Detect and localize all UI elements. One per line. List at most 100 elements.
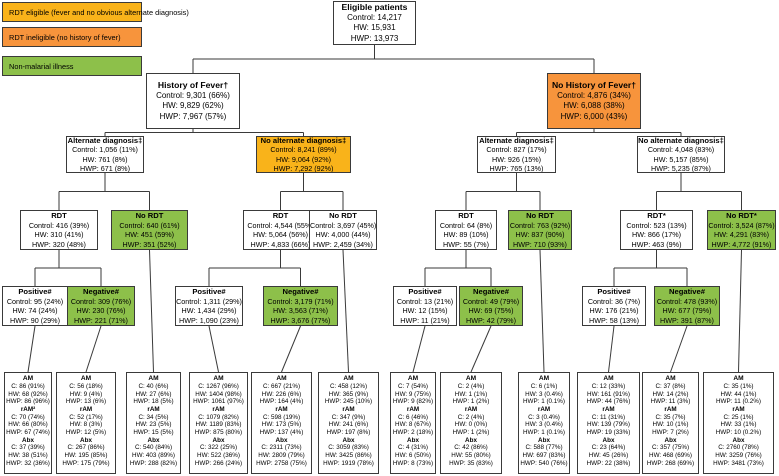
node-value: HW: 3 (0.4%)	[525, 421, 563, 429]
node-c-pos-box: Positive#Control: 13 (21%)HW: 12 (15%)HW…	[393, 286, 457, 326]
node-value: HWP: 1,090 (23%)	[179, 315, 239, 325]
treatment-label: rAM	[406, 406, 420, 414]
node-value: HW: 3425 (86%)	[325, 452, 372, 460]
node-value: HW: 44 (1%)	[720, 390, 757, 398]
node-title: No RDT*	[726, 211, 757, 221]
node-value: HWP: 2 (18%)	[392, 429, 434, 437]
node-value: C: 267 (86%)	[67, 444, 105, 452]
node-value: C: 86 (91%)	[11, 383, 45, 391]
node-value: HW: 4,000 (44%)	[315, 230, 371, 240]
node-value: C: 7 (54%)	[397, 383, 429, 391]
node-value: C: 1079 (82%)	[198, 413, 239, 421]
node-value: Control: 36 (7%)	[587, 296, 641, 306]
node-value: C: 25 (1%)	[723, 413, 754, 421]
node-value: C: 2311 (73%)	[261, 444, 302, 452]
node-value: HWP: 55 (7%)	[443, 239, 489, 249]
node-title: RDT	[458, 211, 474, 221]
node-a-neg-box: Negative#Control: 309 (76%)HW: 230 (76%)…	[67, 286, 135, 326]
node-value: C: 2 (4%)	[457, 383, 485, 391]
node-value: HW: 12 (15%)	[402, 306, 448, 316]
node-value: HW: 1 (1%)	[454, 390, 488, 398]
node-value: Control: 416 (39%)	[28, 220, 90, 230]
connector-line	[281, 325, 301, 373]
treatment-label: Abx	[147, 436, 160, 444]
node-title: No RDT	[329, 211, 357, 221]
node-value: HWP: 3481 (73%)	[713, 459, 764, 467]
node-value: HWP: 11 (0.2%)	[715, 398, 762, 406]
node-value: HWP: 137 (4%)	[259, 429, 304, 437]
node-value: HW: 468 (69%)	[649, 452, 692, 460]
node-value: Control: 1,056 (11%)	[72, 145, 138, 155]
node-value: HWP: 1 (2%)	[452, 429, 490, 437]
node-value: Control: 49 (79%)	[462, 296, 520, 306]
node-value: C: 1267 (96%)	[198, 383, 239, 391]
node-value: Control: 763 (92%)	[509, 220, 571, 230]
node-value: HW: 0 (0%)	[454, 421, 488, 429]
node-value: HW: 195 (85%)	[64, 452, 108, 460]
treatment-label: rAM	[732, 406, 745, 414]
node-title: AM	[465, 375, 477, 382]
node-title: RDT*	[647, 211, 666, 221]
node-value: HW: 1404 (98%)	[195, 390, 242, 398]
treatment-label: Abx	[212, 436, 225, 444]
node-value: C: 667 (21%)	[262, 383, 301, 391]
node-value: HW: 38 (51%)	[8, 452, 48, 460]
node-value: HW: 451 (59%)	[125, 230, 174, 240]
node-value: C: 11 (31%)	[591, 413, 626, 421]
legend-rdt-ineligible: RDT ineligible (no history of fever)	[2, 27, 142, 47]
node-value: C: 40 (6%)	[138, 383, 169, 391]
node-value: HWP: 540 (76%)	[520, 459, 568, 467]
treatment-label: rAM	[664, 406, 677, 414]
treatment-label: rAM	[537, 406, 551, 414]
node-value: HW: 3259 (76%)	[715, 452, 762, 460]
node-value: C: 52 (17%)	[69, 413, 103, 421]
node-value: C: 70 (74%)	[11, 413, 45, 421]
node-value: HWP: 15 (5%)	[133, 429, 174, 437]
fever-no-alternate-diagnosis-box: No alternate diagnosis‡Control: 8,241 (8…	[256, 136, 351, 173]
node-value: HW: 45 (26%)	[588, 452, 629, 460]
node-d-neg-box: Negative#Control: 478 (93%)HW: 677 (79%)…	[654, 286, 720, 326]
node-value: Control: 640 (61%)	[119, 220, 180, 230]
connector-line	[208, 325, 219, 373]
node-value: C: 3059 (83%)	[328, 444, 369, 452]
node-value: C: 540 (84%)	[134, 444, 173, 452]
node-value: HW: 1189 (83%)	[195, 421, 242, 429]
node-value: HWP: 6,000 (43%)	[560, 111, 628, 121]
node-value: HWP: 164 (4%)	[259, 398, 304, 406]
node-title: Negative#	[669, 287, 705, 297]
node-value: HWP: 58 (13%)	[589, 315, 639, 325]
node-value: Control: 478 (93%)	[656, 296, 718, 306]
node-value: HW: 139 (79%)	[587, 421, 630, 429]
treatment-label: Abx	[407, 436, 419, 444]
connector-line	[412, 325, 426, 373]
node-value: HW: 866 (17%)	[632, 230, 681, 240]
node-value: HWP: 1 (0.1%)	[523, 429, 565, 437]
node-value: HW: 5,064 (56%)	[253, 230, 308, 240]
node-value: HWP: 463 (9%)	[631, 239, 682, 249]
node-value: HWP: 3,676 (77%)	[270, 315, 331, 325]
node-title: AM	[733, 375, 744, 382]
node-value: HWP: 268 (69%)	[646, 459, 695, 467]
node-value: HWP: 245 (10%)	[324, 398, 373, 406]
node-value: HWP: 10 (0.2%)	[715, 429, 762, 437]
node-value: Control: 4,876 (34%)	[557, 91, 631, 100]
node-value: C: 3 (0.4%)	[528, 413, 560, 421]
treatment-label: rAM	[212, 406, 225, 414]
legend-rdt-ineligible-label: RDT ineligible (no history of fever)	[9, 32, 121, 42]
node-value: C: 6 (1%)	[530, 383, 558, 391]
node-value: HWP: 175 (79%)	[62, 459, 110, 467]
node-title: Negative#	[282, 287, 319, 297]
node-value: C: 35 (7%)	[655, 413, 686, 421]
node-value: Control: 827 (17%)	[486, 145, 547, 155]
node-title: No History of Fever†	[551, 79, 637, 90]
legend-rdt-eligible-label: RDT eligible (fever and no obvious alter…	[9, 7, 189, 17]
node-value: Control: 13 (21%)	[396, 296, 454, 306]
